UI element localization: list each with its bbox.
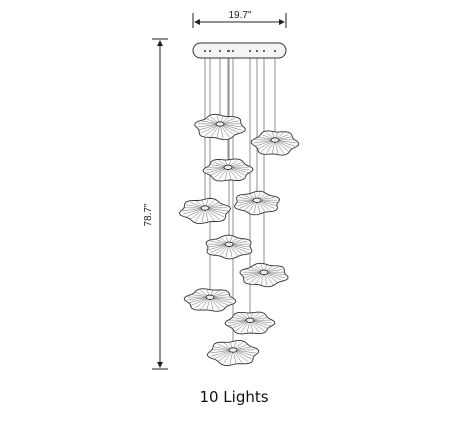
canopy-wire-point — [248, 49, 252, 53]
canopy-wire-point — [273, 49, 277, 53]
pendant-shade — [234, 190, 280, 216]
pendant-shade — [178, 197, 232, 225]
canopy-wire-point — [231, 49, 235, 53]
pendant-shade — [205, 234, 253, 260]
width-dimension: 19.7" — [192, 10, 287, 28]
pendant-shade — [202, 158, 254, 182]
canopy-wire-point — [208, 49, 212, 53]
canopy-wire-point — [227, 49, 231, 53]
pendant-lights — [178, 113, 300, 366]
caption: 10 Lights — [199, 388, 268, 406]
pendant-shade — [224, 311, 276, 335]
pendant-shade — [239, 262, 289, 288]
canopy — [192, 42, 287, 59]
canopy-wire-point — [262, 49, 266, 53]
canopy-wire-point — [255, 49, 259, 53]
pendant-shade — [206, 340, 260, 366]
canopy-wire-point — [218, 49, 222, 53]
pendant-shade — [194, 113, 246, 141]
width-label: 19.7" — [228, 10, 251, 21]
height-label: 78.7" — [143, 203, 154, 226]
pendant-shade — [183, 288, 237, 312]
canopy-wire-point — [203, 49, 207, 53]
pendant-shade — [250, 130, 300, 156]
height-dimension: 78.7" — [143, 38, 168, 370]
